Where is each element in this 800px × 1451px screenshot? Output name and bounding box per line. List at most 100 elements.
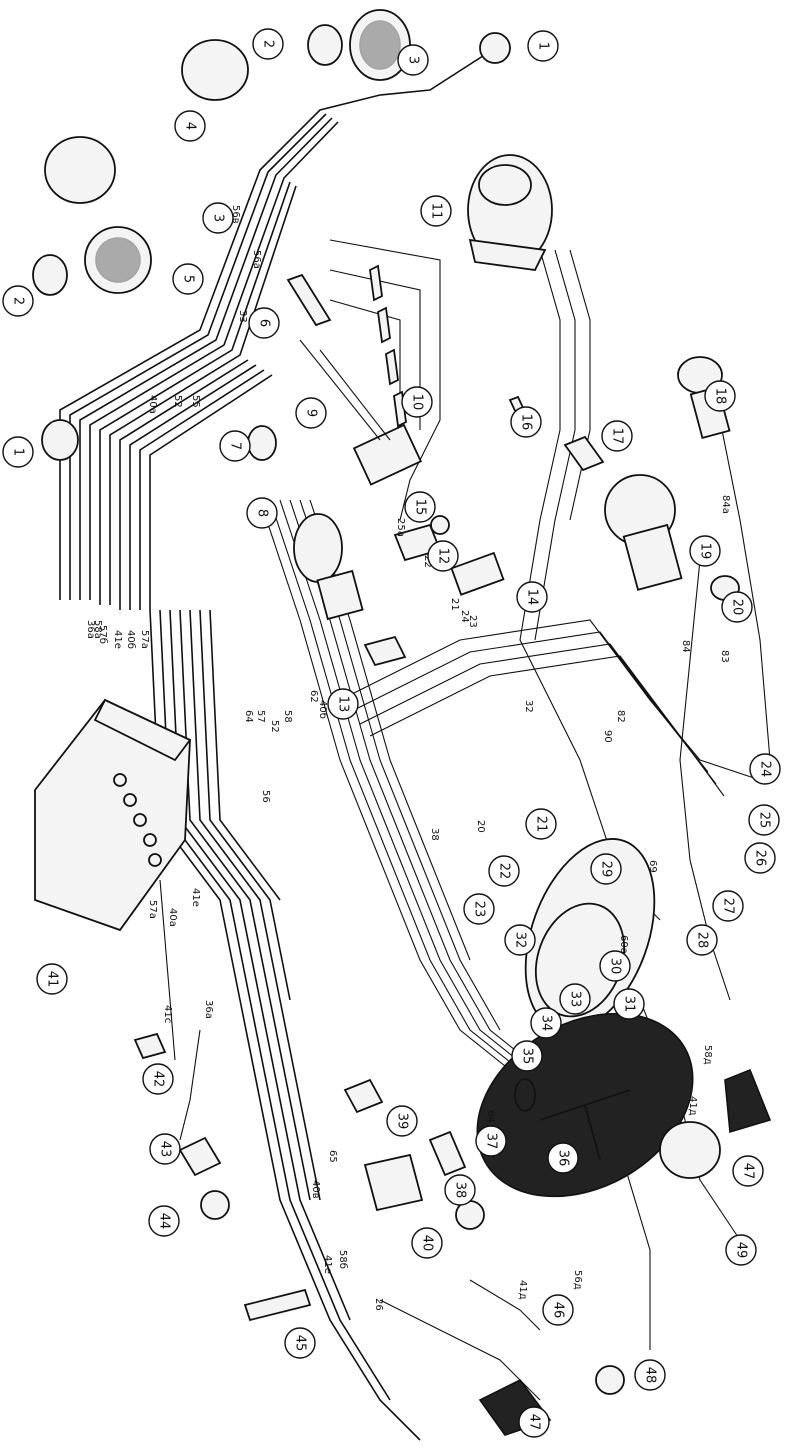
wire-label-w29: 25a bbox=[395, 518, 406, 537]
wire-label-w41: 41д bbox=[517, 1280, 528, 1300]
callout-number: 13 bbox=[336, 696, 351, 713]
callout-circle bbox=[404, 491, 436, 523]
wire-labels: 3340a525557б41e40б57a58a36a6241б40б64575… bbox=[85, 205, 731, 1311]
callout-circle bbox=[219, 430, 251, 462]
lamp-4-b bbox=[44, 136, 116, 204]
lamp-3-left bbox=[84, 226, 152, 294]
spark-plug-c bbox=[385, 348, 399, 386]
wire-label-w28: 84a bbox=[720, 495, 731, 514]
callout-number: 32 bbox=[513, 932, 528, 949]
callout-circle bbox=[411, 1227, 443, 1259]
callout-circle bbox=[2, 285, 34, 317]
callout-28-30: 28 bbox=[686, 924, 718, 956]
callout-number: 43 bbox=[158, 1141, 173, 1158]
callout-number: 38 bbox=[453, 1182, 468, 1199]
callout-circle bbox=[516, 581, 548, 613]
callout-circle bbox=[475, 1125, 507, 1157]
wire-label-w13: 40б bbox=[317, 700, 328, 719]
callout-45-47: 45 bbox=[284, 1327, 316, 1359]
clamp-17 bbox=[563, 435, 605, 472]
lamp-47-a bbox=[724, 1068, 772, 1134]
callout-circle bbox=[202, 202, 234, 234]
callout-number: 37 bbox=[484, 1133, 499, 1150]
callout-number: 8 bbox=[255, 509, 270, 517]
callout-circle bbox=[142, 1063, 174, 1095]
callout-number: 39 bbox=[395, 1113, 410, 1130]
wire-label-w21: 32 bbox=[523, 700, 534, 713]
callouts: 1234321567891011121314151617181920212223… bbox=[2, 28, 781, 1438]
callout-number: 3 bbox=[211, 214, 226, 222]
callout-circle bbox=[634, 1359, 666, 1391]
callout-circle bbox=[518, 1406, 550, 1438]
callout-circle bbox=[601, 420, 633, 452]
callout-number: 25 bbox=[757, 812, 772, 829]
callout-number: 5 bbox=[181, 275, 196, 283]
lamp-2-left bbox=[32, 254, 68, 296]
callout-circle bbox=[613, 988, 645, 1020]
relay-40 bbox=[363, 1153, 424, 1212]
callout-circle bbox=[284, 1327, 316, 1359]
callout-circle bbox=[386, 1105, 418, 1137]
callout-circle bbox=[427, 540, 459, 572]
callout-number: 9 bbox=[304, 409, 319, 417]
callout-circle bbox=[511, 1040, 543, 1072]
callout-circle bbox=[725, 1234, 757, 1266]
wire-label-w30: 22 bbox=[422, 555, 433, 568]
callout-number: 49 bbox=[734, 1242, 749, 1259]
callout-circle bbox=[590, 853, 622, 885]
lamp-2-top bbox=[307, 24, 343, 66]
callout-circle bbox=[749, 753, 781, 785]
callout-number: 2 bbox=[261, 40, 276, 48]
callout-number: 40 bbox=[420, 1235, 435, 1252]
callout-circle bbox=[327, 688, 359, 720]
callout-47-49: 47 bbox=[732, 1155, 764, 1187]
wire-label-w8: 57a bbox=[139, 630, 150, 649]
wire-label-w17: 52 bbox=[269, 720, 280, 733]
wire-label-w37: 36a bbox=[203, 1000, 214, 1019]
callout-circle bbox=[721, 591, 753, 623]
callout-27-29: 27 bbox=[712, 890, 744, 922]
callout-3-4: 3 bbox=[202, 202, 234, 234]
callout-circle bbox=[246, 497, 278, 529]
switch-8 bbox=[293, 513, 364, 621]
callout-41-43: 41 bbox=[36, 963, 68, 995]
spark-plug-a bbox=[369, 264, 383, 302]
callout-14-16: 14 bbox=[516, 581, 548, 613]
callout-38-40: 38 bbox=[444, 1174, 476, 1206]
components bbox=[32, 9, 772, 1436]
generator-11 bbox=[467, 154, 553, 271]
callout-5-7: 5 bbox=[172, 263, 204, 295]
callout-number: 47 bbox=[741, 1163, 756, 1180]
wire-label-w1: 33 bbox=[237, 310, 248, 323]
wire-label-w19: 20 bbox=[475, 820, 486, 833]
callout-6-8: 6 bbox=[248, 307, 280, 339]
callout-circle bbox=[420, 195, 452, 227]
connector-1-top bbox=[479, 32, 511, 64]
callout-circle bbox=[148, 1205, 180, 1237]
callout-number: 27 bbox=[721, 898, 736, 915]
wire-label-w45: 40в bbox=[310, 1180, 321, 1199]
callout-number: 7 bbox=[228, 442, 243, 450]
callout-circle bbox=[36, 963, 68, 995]
callout-48-50: 48 bbox=[634, 1359, 666, 1391]
callout-circle bbox=[463, 893, 495, 925]
callout-32-34: 32 bbox=[504, 924, 536, 956]
wire-label-w31: 21 bbox=[449, 598, 460, 611]
wire-label-w2: 40a bbox=[147, 395, 158, 414]
callout-number: 6 bbox=[257, 319, 272, 327]
wire-label-w22: 90 bbox=[602, 730, 613, 743]
callout-number: 1 bbox=[536, 42, 551, 50]
callout-number: 34 bbox=[539, 1015, 554, 1032]
instrument-panel bbox=[524, 838, 656, 1032]
callout-circle bbox=[686, 924, 718, 956]
wire-label-w20: 38 bbox=[429, 828, 440, 841]
callout-circle bbox=[704, 380, 736, 412]
callout-circle bbox=[559, 983, 591, 1015]
wire-label-w46: 41c bbox=[162, 1005, 173, 1023]
callout-number: 22 bbox=[497, 863, 512, 880]
part-15 bbox=[430, 515, 450, 535]
callout-26-28: 26 bbox=[744, 842, 776, 874]
callout-number: 30 bbox=[608, 958, 623, 975]
wire-label-w42: 56д bbox=[572, 1270, 583, 1290]
